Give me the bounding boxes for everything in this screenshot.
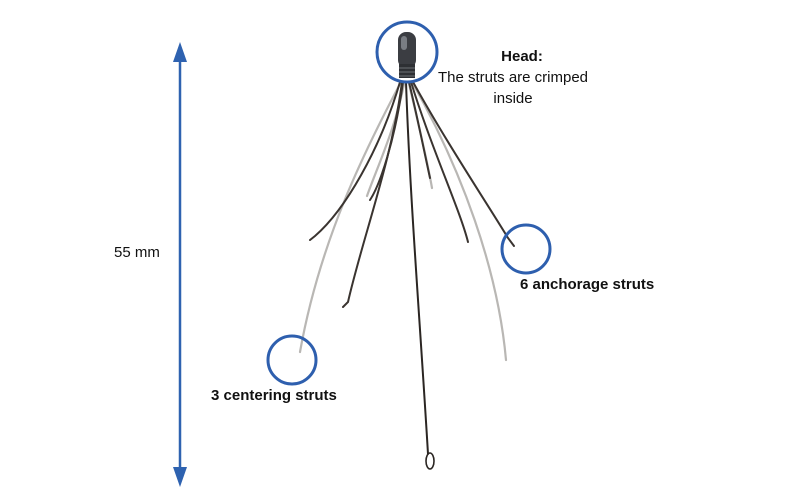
centering-strut-right (410, 80, 508, 362)
head-callout-description: The struts are crimped inside (437, 69, 589, 107)
anchorage-strut-1 (309, 81, 401, 241)
centering-struts-label: 3 centering struts (211, 387, 337, 404)
anchorage-struts-label: 6 anchorage struts (520, 276, 655, 293)
anchorage-strut-6 (408, 81, 431, 179)
anchorage-struts (309, 81, 515, 308)
central-strut (405, 81, 435, 470)
anchorage-strut-4 (410, 81, 469, 243)
head-callout: Head: The struts are crimped inside (418, 46, 608, 109)
anchorage-strut-5 (412, 81, 515, 247)
filter-head-icon (398, 32, 416, 78)
head-highlight-circle-icon (375, 20, 439, 84)
dimension-arrow-icon (173, 42, 187, 487)
dimension-label: 55 mm (114, 244, 160, 261)
head-callout-title: Head: (501, 48, 543, 65)
anchorage-highlight-circle-icon (500, 223, 552, 275)
centering-highlight-circle-icon (266, 334, 318, 386)
anchorage-strut-3 (369, 81, 404, 201)
